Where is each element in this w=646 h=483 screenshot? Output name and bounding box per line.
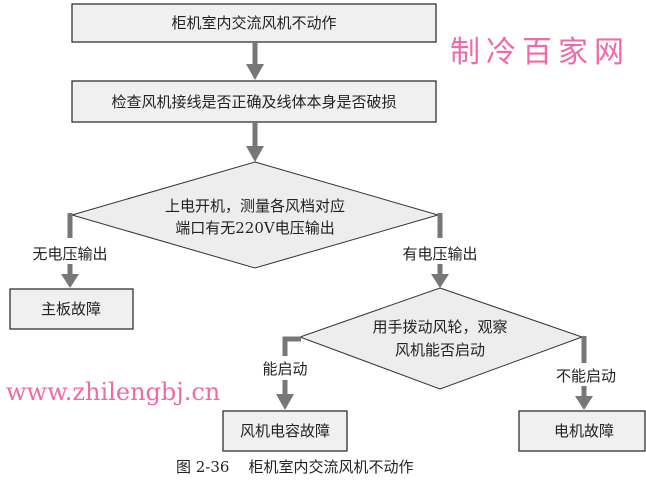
figure-caption: 图 2-36 柜机室内交流风机不动作: [176, 458, 414, 476]
connector: [282, 336, 301, 356]
decision-fan-start: [298, 287, 584, 390]
arrow-head: [431, 274, 449, 288]
mainboard-fault-text: 主板故障: [41, 300, 101, 318]
capacitor-fault-node: [222, 410, 348, 452]
check-node-text: 检查风机接线是否正确及线体本身是否破损: [111, 93, 396, 111]
arrow-head: [61, 274, 79, 288]
watermark-url: www.zhilengbj.cn: [6, 378, 220, 406]
start-node-text: 柜机室内交流风机不动作: [171, 14, 336, 32]
watermark-logo-text: 制冷百家网: [450, 35, 630, 70]
decision-voltage-line1: 上电开机，测量各风档对应: [165, 197, 345, 215]
decision-fan-start-line2: 风机能否启动: [395, 341, 485, 359]
cannot-start-label: 不能启动: [556, 367, 616, 385]
decision-voltage: [70, 161, 440, 269]
capacitor-fault-text: 风机电容故障: [240, 422, 330, 440]
can-start-label: 能启动: [262, 360, 307, 378]
motor-fault-text: 电机故障: [554, 422, 614, 440]
arrow-head: [276, 394, 294, 410]
arrow-head: [246, 64, 264, 80]
check-node: [71, 80, 437, 123]
arrow-head: [246, 146, 264, 162]
motor-fault-node: [518, 410, 646, 452]
decision-fan-start-line1: 用手拨动风轮，观察: [372, 318, 507, 336]
decision-voltage-line2: 端口有无220V电压输出: [175, 219, 334, 237]
no-voltage-label: 无电压输出: [32, 245, 107, 263]
start-node: [71, 3, 437, 43]
mainboard-fault-node: [9, 288, 134, 330]
arrow-head: [575, 396, 593, 410]
has-voltage-label: 有电压输出: [402, 245, 477, 263]
